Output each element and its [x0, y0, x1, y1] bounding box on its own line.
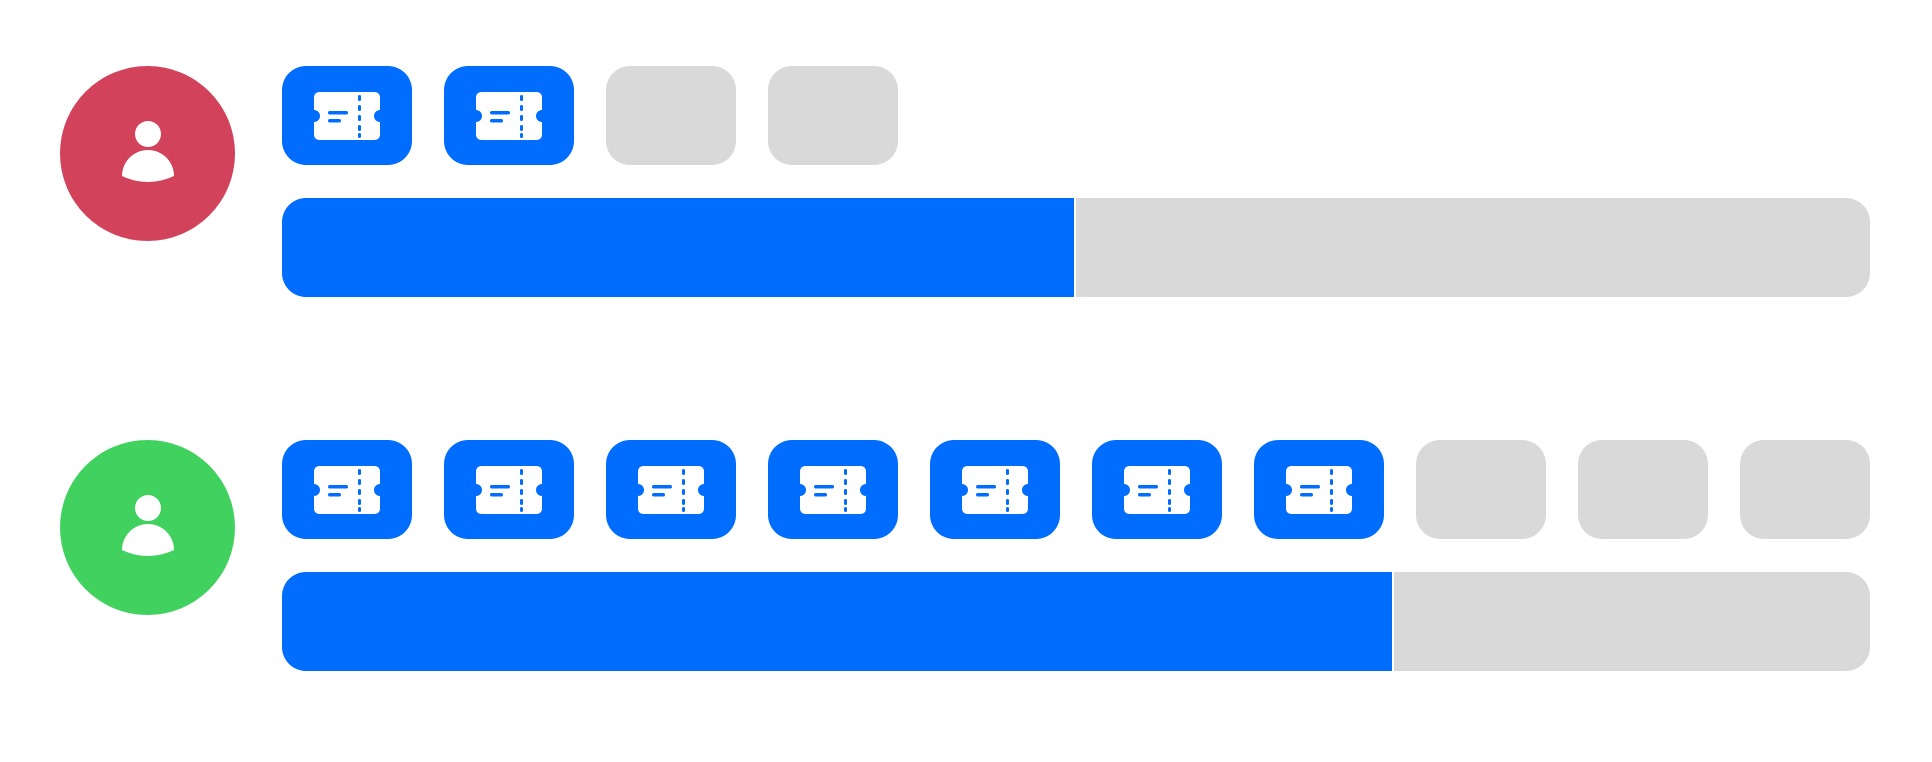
- person-icon: [121, 494, 174, 556]
- ticket-slot-filled: [444, 66, 574, 165]
- ticket-slot-filled: [282, 66, 412, 165]
- progress-fill: [282, 572, 1394, 671]
- person-icon: [121, 120, 174, 182]
- ticket-slot-filled: [606, 440, 736, 539]
- ticket-slot-filled: [282, 440, 412, 539]
- ticket-icon: [1286, 465, 1352, 514]
- player-avatar-1: [60, 66, 235, 241]
- ticket-icon: [1124, 465, 1190, 514]
- ticket-icon: [962, 465, 1028, 514]
- ticket-slot-empty: [606, 66, 736, 165]
- ticket-icon: [800, 465, 866, 514]
- ticket-slot-filled: [444, 440, 574, 539]
- ticket-icon: [476, 91, 542, 140]
- progress-bar: [282, 198, 1870, 297]
- progress-bar: [282, 572, 1870, 671]
- ticket-icon: [314, 465, 380, 514]
- ticket-icon: [638, 465, 704, 514]
- progress-fill: [282, 198, 1076, 297]
- ticket-slot-empty: [1578, 440, 1708, 539]
- ticket-icon: [476, 465, 542, 514]
- ticket-slot-empty: [1416, 440, 1546, 539]
- ticket-slot-empty: [768, 66, 898, 165]
- ticket-slot-filled: [930, 440, 1060, 539]
- player-avatar-2: [60, 440, 235, 615]
- player-row-1: [0, 66, 1932, 297]
- ticket-slot-empty: [1740, 440, 1870, 539]
- ticket-slot-filled: [1254, 440, 1384, 539]
- ticket-icon: [314, 91, 380, 140]
- ticket-slot-filled: [1092, 440, 1222, 539]
- ticket-slot-filled: [768, 440, 898, 539]
- player-row-2: [0, 440, 1932, 671]
